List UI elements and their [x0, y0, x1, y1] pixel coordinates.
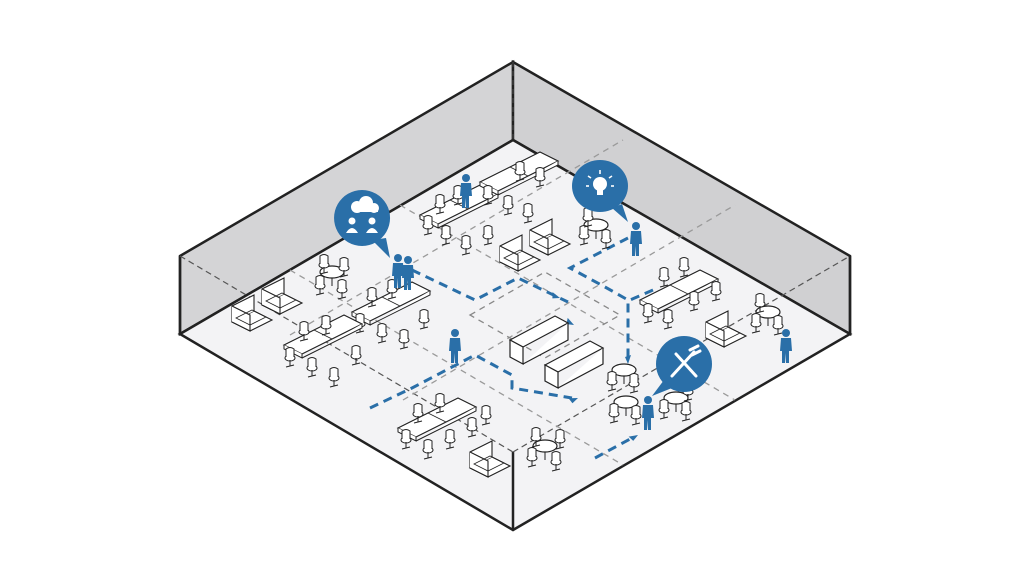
center-hub-cabinets	[508, 315, 605, 390]
lightbulb-icon	[586, 170, 614, 195]
flow-arrows	[369, 236, 654, 460]
people-thought-cloud-icon	[346, 196, 379, 233]
idea-callout	[572, 160, 628, 222]
front-wall-outline	[178, 256, 852, 530]
fork-knife-icon	[670, 344, 702, 378]
dining-callout	[652, 336, 712, 396]
collaboration-callout	[334, 190, 391, 258]
